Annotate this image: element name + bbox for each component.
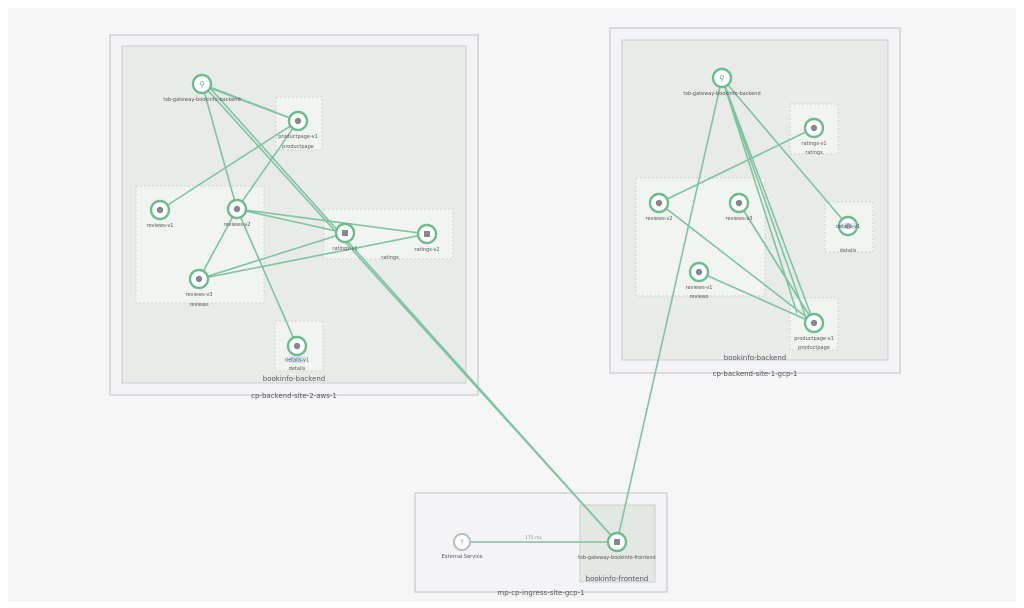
node-aws-gateway[interactable]: ⚲ tsb-gateway-bookinfo-backend xyxy=(163,73,241,103)
edge xyxy=(698,271,815,324)
node-gcp-details-v1[interactable]: details-v1 details xyxy=(836,215,860,254)
workload-icon xyxy=(735,199,743,207)
app-label: details xyxy=(840,248,857,254)
node-aws-reviews-v1[interactable]: reviews-v1 xyxy=(147,199,174,229)
node-label: tsb-gateway-bookinfo-backend xyxy=(163,97,240,103)
edge xyxy=(236,208,346,234)
workload-icon xyxy=(195,275,203,283)
edge xyxy=(616,77,723,543)
node-label: External Service xyxy=(442,554,483,560)
workload-icon xyxy=(655,199,663,207)
edge xyxy=(658,202,815,324)
cluster-gcp-label: cp-backend-site-1-gcp-1 xyxy=(713,370,798,378)
node-external-service[interactable]: ? External Service xyxy=(442,533,483,560)
app-label: productpage xyxy=(798,345,830,351)
cluster-aws[interactable]: cp-backend-site-2-aws-1 bookinfo-backend xyxy=(109,34,479,400)
edge xyxy=(658,127,815,204)
cluster-ingress-label: mp-cp-ingress-site-gcp-1 xyxy=(497,589,584,597)
gateway-icon xyxy=(614,539,620,545)
node-gcp-reviews-v3[interactable]: reviews-v3 xyxy=(726,192,753,222)
node-gcp-productpage-v1[interactable]: productpage-v1 productpage xyxy=(794,312,834,351)
node-label: reviews-v3 xyxy=(726,216,753,222)
node-aws-details-v1[interactable]: details-v1 details xyxy=(285,335,309,372)
node-label: reviews-v1 xyxy=(686,285,713,291)
namespace-aws-label: bookinfo-backend xyxy=(263,375,325,383)
node-gcp-reviews-v1[interactable]: reviews-v1 reviews xyxy=(686,261,713,300)
app-label: productpage xyxy=(282,144,314,150)
edge xyxy=(721,77,798,314)
node-aws-ratings-v2[interactable]: ratings-v2 xyxy=(414,223,440,253)
edge xyxy=(236,208,428,235)
node-label: ratings-v1 xyxy=(801,141,826,147)
node-label: tsb-gateway-bookinfo-backend xyxy=(683,91,760,97)
edge xyxy=(721,77,849,227)
workload-icon xyxy=(810,124,818,132)
node-label: reviews-v1 xyxy=(147,223,174,229)
node-label: details-v1 xyxy=(285,358,309,364)
app-label: reviews xyxy=(189,302,209,308)
workload-icon xyxy=(342,230,348,236)
app-label-ratings: ratings xyxy=(381,255,399,261)
node-label: reviews-v2 xyxy=(646,216,673,222)
node-gcp-gateway[interactable]: ⚲ tsb-gateway-bookinfo-backend xyxy=(683,67,761,97)
nodes: ⚲ tsb-gateway-bookinfo-backend productpa… xyxy=(147,67,860,561)
edge xyxy=(201,83,238,210)
edge xyxy=(198,232,346,280)
edge xyxy=(721,77,815,324)
node-label: details-v1 xyxy=(836,224,860,230)
node-label: reviews-v3 xyxy=(186,292,213,298)
node-aws-reviews-v3[interactable]: reviews-v3 reviews xyxy=(186,268,213,308)
question-icon: ? xyxy=(460,539,464,547)
edge xyxy=(721,77,807,319)
node-aws-productpage-v1[interactable]: productpage-v1 productpage xyxy=(278,110,318,150)
app-label: details xyxy=(289,366,306,372)
node-label: tsb-gateway-bookinfo-frontend xyxy=(578,555,655,561)
node-gcp-reviews-v2[interactable]: reviews-v2 xyxy=(646,192,673,222)
node-gcp-ratings-v1[interactable]: ratings-v1 ratings xyxy=(801,117,827,156)
edge xyxy=(198,233,428,280)
edge xyxy=(236,120,299,210)
app-box-ratings-gcp xyxy=(789,103,839,155)
node-label: productpage-v1 xyxy=(278,134,318,140)
node-label: productpage-v1 xyxy=(794,336,834,342)
node-frontend-gateway[interactable]: tsb-gateway-bookinfo-frontend xyxy=(578,531,656,561)
workload-icon xyxy=(294,117,302,125)
namespace-ingress-label: bookinfo-frontend xyxy=(586,575,649,583)
app-label: ratings xyxy=(805,150,823,156)
details-badge xyxy=(840,222,856,230)
edge xyxy=(236,208,298,347)
edge xyxy=(738,202,815,324)
edges xyxy=(159,77,849,543)
gateway-icon: ⚲ xyxy=(199,80,205,89)
edge-labels: 175 ms xyxy=(525,535,542,541)
edge xyxy=(159,120,299,211)
workload-icon xyxy=(156,206,164,214)
workload-icon xyxy=(424,231,430,237)
edge-label-external: 175 ms xyxy=(525,535,542,541)
workload-icon xyxy=(695,268,703,276)
workload-icon xyxy=(810,319,818,327)
node-aws-reviews-v2[interactable]: reviews-v2 xyxy=(224,198,251,228)
gateway-icon: ⚲ xyxy=(719,74,725,83)
edge xyxy=(209,87,299,122)
node-aws-ratings-v1[interactable]: ratings-v1 xyxy=(332,222,358,252)
app-label: reviews xyxy=(689,294,709,300)
cluster-aws-label: cp-backend-site-2-aws-1 xyxy=(251,392,337,400)
namespace-gcp-label: bookinfo-backend xyxy=(724,354,786,362)
workload-icon xyxy=(293,342,301,350)
node-label: ratings-v2 xyxy=(414,247,439,253)
workload-icon xyxy=(233,205,241,213)
edge xyxy=(198,208,238,280)
node-label: reviews-v2 xyxy=(224,222,251,228)
edge xyxy=(209,87,618,543)
cluster-ingress[interactable]: mp-cp-ingress-site-gcp-1 bookinfo-fronte… xyxy=(414,492,668,597)
node-label: ratings-v1 xyxy=(332,246,357,252)
details-badge xyxy=(289,356,305,363)
